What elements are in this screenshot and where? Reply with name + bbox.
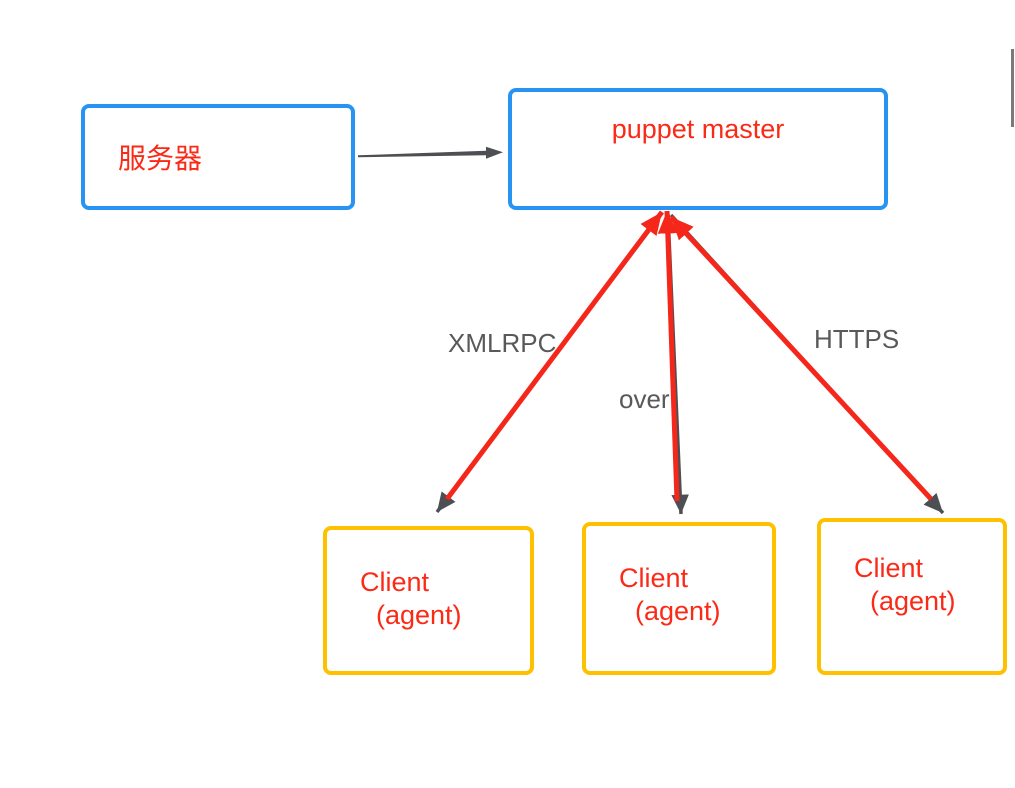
client-box-2: Client (agent) bbox=[582, 522, 776, 675]
client1-to-master-red-arrow bbox=[444, 210, 665, 501]
server-box-label: 服务器 bbox=[118, 143, 203, 174]
client-box-3: Client (agent) bbox=[817, 518, 1007, 675]
client3-to-master-red-arrow bbox=[669, 215, 933, 501]
client3-sublabel: (agent) bbox=[870, 586, 956, 616]
client2-sublabel: (agent) bbox=[635, 596, 721, 626]
client-box-1: Client (agent) bbox=[323, 526, 534, 675]
server-to-master-arrow bbox=[358, 146, 503, 159]
client1-label: Client bbox=[360, 567, 430, 597]
puppet-master-label: puppet master bbox=[611, 114, 785, 144]
edge-label-https: HTTPS bbox=[814, 324, 900, 354]
edge-label-xmlrpc: XMLRPC bbox=[448, 328, 557, 358]
client1-sublabel: (agent) bbox=[376, 600, 462, 630]
right-edge-artifact bbox=[1011, 49, 1014, 127]
client2-label: Client bbox=[619, 563, 689, 593]
puppet-master-box: puppet master bbox=[508, 88, 888, 210]
server-box: 服务器 bbox=[81, 104, 355, 210]
client3-label: Client bbox=[854, 553, 924, 583]
edge-label-over: over bbox=[619, 384, 670, 414]
client2-to-master-red-arrow bbox=[657, 210, 680, 502]
